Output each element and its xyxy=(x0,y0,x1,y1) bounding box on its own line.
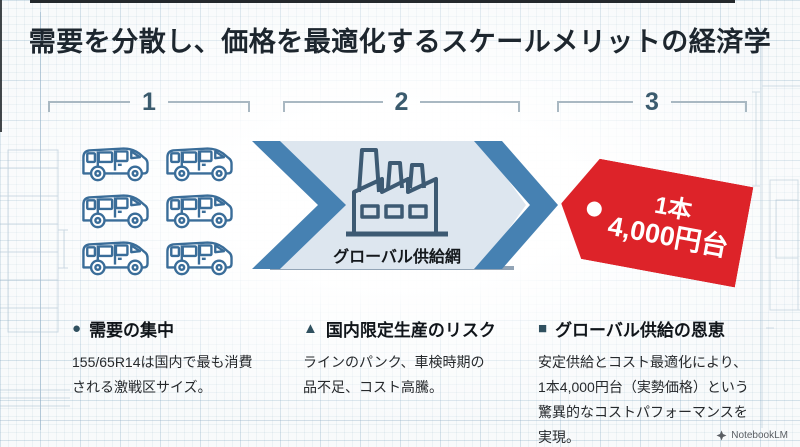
section-heading: グローバル供給の恩恵 xyxy=(555,321,725,340)
blueprint-decor-left xyxy=(0,149,70,407)
car-icon xyxy=(78,139,152,183)
section-risk: ▲ 国内限定生産のリスク ラインのパンク、車検時期の 品不足、コスト高騰。 xyxy=(303,316,529,400)
car-icon xyxy=(162,186,236,230)
step-number-2: 2 xyxy=(394,87,409,116)
circle-bullet-icon: ● xyxy=(72,320,82,337)
arrow-label: グローバル供給網 xyxy=(333,249,461,266)
chevron-right-icon xyxy=(474,141,558,269)
car-icon xyxy=(162,233,236,277)
car-icon xyxy=(78,233,152,277)
step-number-3: 3 xyxy=(645,87,659,116)
notebooklm-label: NotebookLM xyxy=(731,430,788,441)
factory-icon xyxy=(346,148,448,237)
left-edge-line xyxy=(0,0,2,132)
section-body: 155/65R14は国内で最も消費 される激戦区サイズ。 xyxy=(72,354,253,395)
notebooklm-logo: NotebookLM xyxy=(716,430,788,441)
step-bracket-3: 3 xyxy=(557,87,748,116)
triangle-bullet-icon: ▲ xyxy=(303,320,318,337)
bracket-line xyxy=(670,96,748,112)
notebooklm-icon xyxy=(716,430,727,441)
bracket-line xyxy=(48,96,131,112)
section-body: 安定供給とコスト最適化により、 1本4,000円台（実勢価格）という 驚異的なコ… xyxy=(538,354,749,445)
bracket-line xyxy=(167,96,251,112)
section-demand: ● 需要の集中 155/65R14は国内で最も消費 される激戦区サイズ。 xyxy=(72,316,298,400)
supply-arrow xyxy=(252,141,558,270)
price-tag: 1本 4,000円台 xyxy=(552,153,753,287)
section-benefit: ■ グローバル供給の恩恵 安定供給とコスト最適化により、 1本4,000円台（実… xyxy=(538,316,786,447)
section-heading: 国内限定生産のリスク xyxy=(325,321,496,340)
section-body: ラインのパンク、車検時期の 品不足、コスト高騰。 xyxy=(303,354,485,395)
step-number-1: 1 xyxy=(142,87,156,116)
cars-grid xyxy=(78,139,236,277)
blueprint-horizontal-line xyxy=(0,420,800,421)
bracket-line xyxy=(557,96,634,112)
chevron-left-icon xyxy=(252,141,346,269)
bracket-line xyxy=(420,96,520,112)
section-heading: 需要の集中 xyxy=(89,321,175,340)
bracket-line xyxy=(283,96,383,112)
page-title: 需要を分散し、価格を最適化するスケールメリットの経済学 xyxy=(28,27,772,57)
step-bracket-1: 1 xyxy=(48,87,251,116)
top-edge-line xyxy=(30,0,735,3)
square-bullet-icon: ■ xyxy=(538,320,548,337)
step-bracket-2: 2 xyxy=(283,88,520,116)
blueprint-vertical-line xyxy=(40,12,41,430)
car-icon xyxy=(162,139,236,183)
car-icon xyxy=(78,186,152,230)
price-tag-text: 1本 4,000円台 xyxy=(591,161,749,287)
